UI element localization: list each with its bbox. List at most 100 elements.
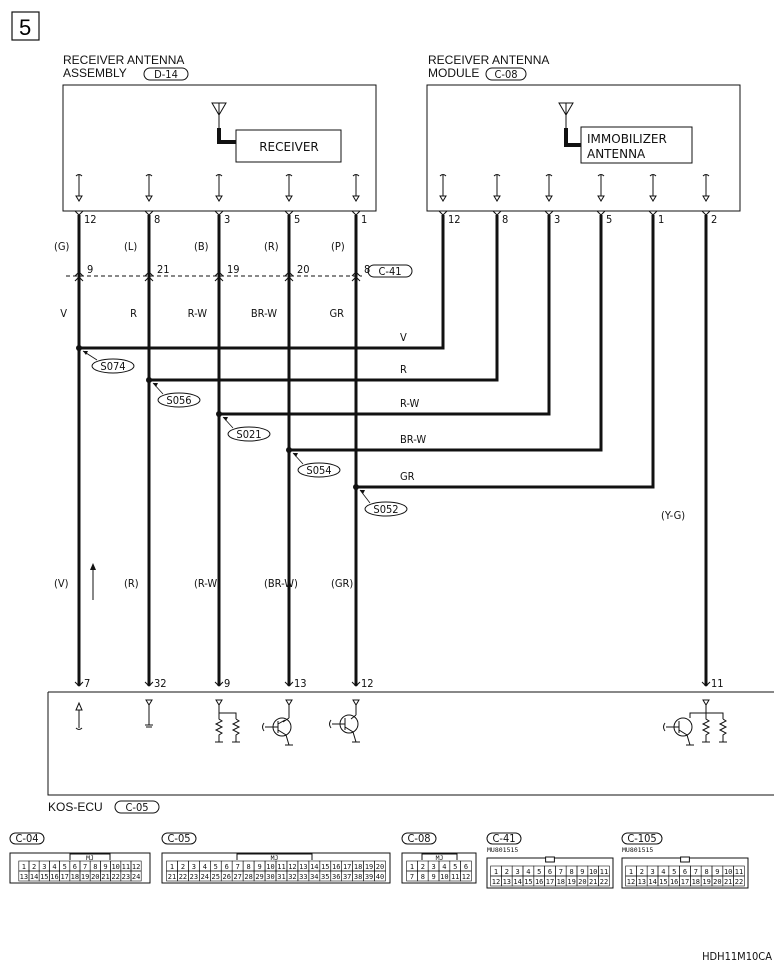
connector-pin: 6 xyxy=(225,863,229,871)
module-pin-mark xyxy=(596,210,606,216)
connector-pin: 20 xyxy=(91,873,99,881)
ecu-pin-mark xyxy=(74,681,84,687)
module-terminal xyxy=(439,174,447,202)
ecu-pin-label: 11 xyxy=(711,677,724,690)
connector-pin: 34 xyxy=(310,873,318,881)
connector-pin: 11 xyxy=(735,868,743,876)
horizontal-wire xyxy=(356,215,655,489)
connector-pin: 9 xyxy=(431,873,435,881)
junction-pin-label: 20 xyxy=(297,263,310,276)
mid-wire-color: BR-W xyxy=(251,307,277,320)
connector-pin: 3 xyxy=(431,863,435,871)
connector-pin: 12 xyxy=(132,863,140,871)
ecu-pin-label: 9 xyxy=(224,677,230,690)
connector-pin: 9 xyxy=(715,868,719,876)
connector-pin: 14 xyxy=(310,863,318,871)
connector-pin: 21 xyxy=(724,878,732,886)
connector-pin: 1 xyxy=(410,863,414,871)
connector-pin: 2 xyxy=(421,863,425,871)
ecu-connector-tag xyxy=(114,800,160,814)
splice-dot xyxy=(76,345,82,351)
horizontal-wire-color: BR-W xyxy=(400,433,426,446)
assembly-terminal xyxy=(215,174,223,202)
connector-pin: 10 xyxy=(440,873,448,881)
connector-pin: 32 xyxy=(288,873,296,881)
connector-pin: 8 xyxy=(93,863,97,871)
connector-pin: 27 xyxy=(233,873,241,881)
connector-mark: MJ xyxy=(271,854,279,862)
connector-pin: 15 xyxy=(40,873,48,881)
connector-pin: 4 xyxy=(526,868,530,876)
connector-pin: 19 xyxy=(702,878,710,886)
ecu-pin-mark xyxy=(284,681,294,687)
ecu-pin-label: 7 xyxy=(84,677,90,690)
connector-pin: 25 xyxy=(212,873,220,881)
connector-ref-id: C-04 xyxy=(15,832,38,845)
module-box xyxy=(426,84,741,212)
connector-pin: 21 xyxy=(168,873,176,881)
module-pin-mark xyxy=(438,210,448,216)
connector-pin: 7 xyxy=(83,863,87,871)
connector-pin: 13 xyxy=(299,863,307,871)
connector-pin: 8 xyxy=(569,868,573,876)
splice-tag xyxy=(364,501,408,517)
connector-pin: 6 xyxy=(683,868,687,876)
splice-arrowhead xyxy=(293,453,298,457)
connector-pin: 3 xyxy=(42,863,46,871)
connector-pin: 10 xyxy=(724,868,732,876)
assembly-antenna-icon xyxy=(211,102,236,144)
connector-pin: 18 xyxy=(557,878,565,886)
junction-connector: C-41 xyxy=(378,265,401,278)
assembly-terminal xyxy=(352,174,360,202)
signal-arrowhead xyxy=(90,563,96,570)
connector-pin: 20 xyxy=(713,878,721,886)
connector-pin: 11 xyxy=(600,868,608,876)
module-connector-tag xyxy=(485,67,527,81)
connector-pin: 10 xyxy=(589,868,597,876)
connector-pin: 18 xyxy=(692,878,700,886)
connector-pin: 11 xyxy=(277,863,285,871)
ecu-pin-mark xyxy=(701,681,711,687)
splice-dot xyxy=(216,411,222,417)
assembly-title-1: RECEIVER ANTENNA xyxy=(63,53,184,67)
ecu-pin-label: 12 xyxy=(361,677,374,690)
connector-pin: 12 xyxy=(492,878,500,886)
horizontal-wire xyxy=(79,215,445,350)
connector-pin: 6 xyxy=(464,863,468,871)
connector-pin: 15 xyxy=(524,878,532,886)
horizontal-wire xyxy=(149,215,499,382)
connector-pin: 22 xyxy=(179,873,187,881)
module-terminal xyxy=(545,174,553,202)
connector-ref-id: C-105 xyxy=(627,832,656,845)
assembly-pin-mark xyxy=(351,210,361,216)
connector-pin: 19 xyxy=(365,863,373,871)
mid-wire-color: R-W xyxy=(188,307,208,320)
module-terminal xyxy=(702,174,710,202)
connector-pin: 5 xyxy=(63,863,67,871)
module-pin-label: 3 xyxy=(554,213,560,226)
module-pin-mark xyxy=(701,210,711,216)
ecu-connector: C-05 xyxy=(125,801,148,814)
connector-pin: 20 xyxy=(376,863,384,871)
assembly-connector-tag xyxy=(143,67,189,81)
splice-arrowhead xyxy=(83,351,88,355)
assembly-terminal xyxy=(145,174,153,202)
connector-pin: 17 xyxy=(546,878,554,886)
pin-labels: 12(G)9V(V)78(L)21R(R)323(B)19R-W(R-W)95(… xyxy=(54,213,724,690)
ecu-title: KOS-ECU xyxy=(48,800,103,814)
assembly-title-2: ASSEMBLY xyxy=(63,66,127,80)
assembly-terminal xyxy=(75,174,83,202)
connector-pin: 4 xyxy=(442,863,446,871)
connector-pin: 31 xyxy=(277,873,285,881)
connector-ref-id: C-08 xyxy=(407,832,430,845)
assembly-pin-label: 3 xyxy=(224,213,230,226)
ecu-internal-symbols xyxy=(75,699,728,746)
connector-pin: 37 xyxy=(343,873,351,881)
module-pin-mark xyxy=(492,210,502,216)
connector-pin: 21 xyxy=(101,873,109,881)
connector-pin: 30 xyxy=(266,873,274,881)
connector-pin: 3 xyxy=(650,868,654,876)
